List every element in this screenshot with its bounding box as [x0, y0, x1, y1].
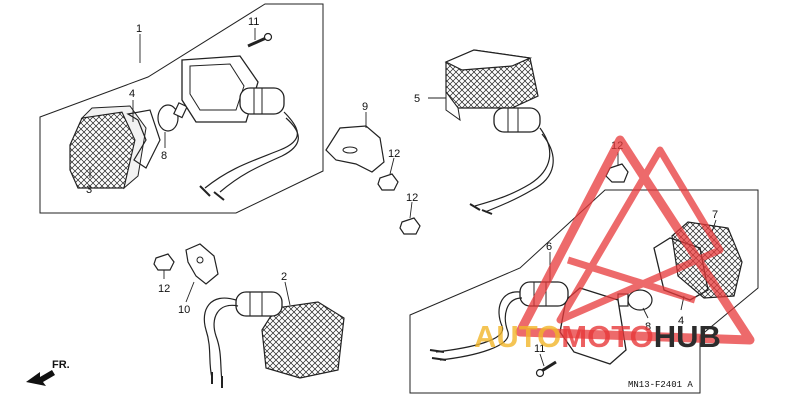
group-frame-left: [39, 3, 324, 214]
turn-signal-housing-upper: [181, 55, 299, 201]
bracket: [325, 125, 385, 173]
callout-9: 9: [362, 101, 368, 113]
callout-10: 10: [178, 304, 190, 316]
screw-upper: [247, 32, 273, 48]
lens-upper-left: [69, 105, 147, 190]
watermark-text: AUTOMOTOHUB: [474, 319, 721, 354]
callout-6: 6: [546, 241, 552, 253]
turn-signal-assembly-upper-right: [444, 49, 554, 215]
front-direction-arrow: [26, 370, 55, 386]
bracket-lower: [185, 243, 219, 285]
nut-a: [377, 173, 399, 191]
callout-12-d: 12: [158, 283, 170, 295]
callout-4-lower: 4: [678, 315, 684, 327]
callout-12-a: 12: [388, 148, 400, 160]
watermark-logo-mark: [515, 135, 755, 345]
nut-b: [399, 217, 421, 235]
diagram-code: MN13-F2401 A: [628, 380, 693, 390]
callout-5: 5: [414, 93, 420, 105]
turn-signal-assembly-lower: [203, 291, 345, 388]
group-frame-right: [409, 189, 759, 394]
screw-lower: [535, 360, 557, 378]
callout-8-upper: 8: [161, 150, 167, 162]
gasket-upper-left: [126, 109, 161, 169]
callout-11-lower: 11: [534, 343, 545, 355]
watermark-text-part1: AUTO: [474, 319, 561, 354]
nut-d: [153, 253, 175, 271]
callout-1: 1: [136, 23, 142, 35]
front-direction-label: FR.: [52, 359, 70, 371]
callout-3: 3: [86, 184, 92, 196]
watermark-text-part3: HUB: [654, 319, 721, 354]
callout-11-upper: 11: [248, 16, 259, 28]
callout-4-upper: 4: [129, 88, 135, 100]
callout-2: 2: [281, 271, 287, 283]
watermark-text-part2: MOTO: [561, 319, 653, 354]
bulb-upper-left: [157, 102, 188, 132]
callout-8-lower: 8: [645, 321, 651, 333]
callout-12-b: 12: [406, 192, 418, 204]
callout-7: 7: [712, 209, 718, 221]
